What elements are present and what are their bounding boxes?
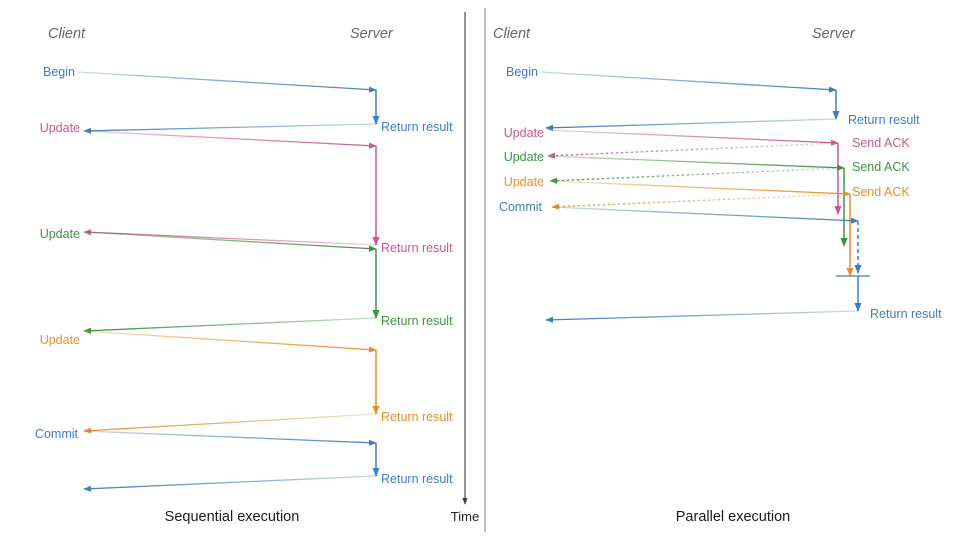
label-return-result-4: Return result	[381, 410, 453, 424]
arrow-update2-request	[83, 231, 377, 252]
label-update-1: Update	[40, 121, 80, 135]
panel-caption-parallel: Parallel execution	[676, 509, 790, 525]
label-begin: Begin	[506, 65, 538, 79]
arrow-begin-request	[77, 71, 377, 93]
arrow-update3-request	[83, 330, 377, 353]
label-update-3: Update	[40, 333, 80, 347]
label-begin: Begin	[43, 65, 75, 79]
arrow-update2-response	[83, 317, 377, 334]
arrow-update2-request	[547, 155, 845, 171]
label-return-result-5: Return result	[381, 472, 453, 486]
client-lane-title: Client	[493, 26, 531, 42]
arrow-commit-request	[83, 430, 377, 446]
label-send-ack-1: Send ACK	[852, 136, 910, 150]
arrow-update1-ack	[547, 142, 839, 159]
label-return-result-3: Return result	[381, 314, 453, 328]
arrow-begin-response	[545, 118, 837, 131]
label-commit: Commit	[499, 200, 543, 214]
label-update-2: Update	[40, 227, 80, 241]
label-return-result-1: Return result	[848, 113, 920, 127]
arrow-update3-response	[83, 413, 377, 434]
client-lane-title: Client	[48, 26, 86, 42]
label-send-ack-3: Send ACK	[852, 185, 910, 199]
server-lane-title: Server	[350, 26, 394, 42]
label-update-2: Update	[504, 150, 544, 164]
label-return-result-1: Return result	[381, 120, 453, 134]
arrow-begin-response	[83, 123, 377, 134]
label-update-1: Update	[504, 126, 544, 140]
arrow-begin-request	[540, 71, 837, 93]
label-commit: Commit	[35, 427, 79, 441]
arrow-update1-request	[83, 130, 377, 149]
arrow-update2-ack	[549, 167, 845, 184]
label-return-result-2: Return result	[381, 241, 453, 255]
arrow-commit-response	[83, 475, 377, 492]
label-return-result-2: Return result	[870, 307, 942, 321]
server-lane-title: Server	[812, 26, 856, 42]
arrow-update3-request	[549, 180, 851, 197]
label-send-ack-2: Send ACK	[852, 160, 910, 174]
arrow-update1-request	[545, 129, 839, 146]
arrow-commit-response	[545, 310, 859, 323]
arrow-commit-request	[551, 206, 859, 224]
arrow-update1-response	[83, 229, 377, 246]
label-update-3: Update	[504, 175, 544, 189]
panel-caption-sequential: Sequential execution	[165, 509, 300, 525]
arrow-update3-ack	[551, 193, 851, 210]
time-axis-label: Time	[451, 509, 479, 524]
